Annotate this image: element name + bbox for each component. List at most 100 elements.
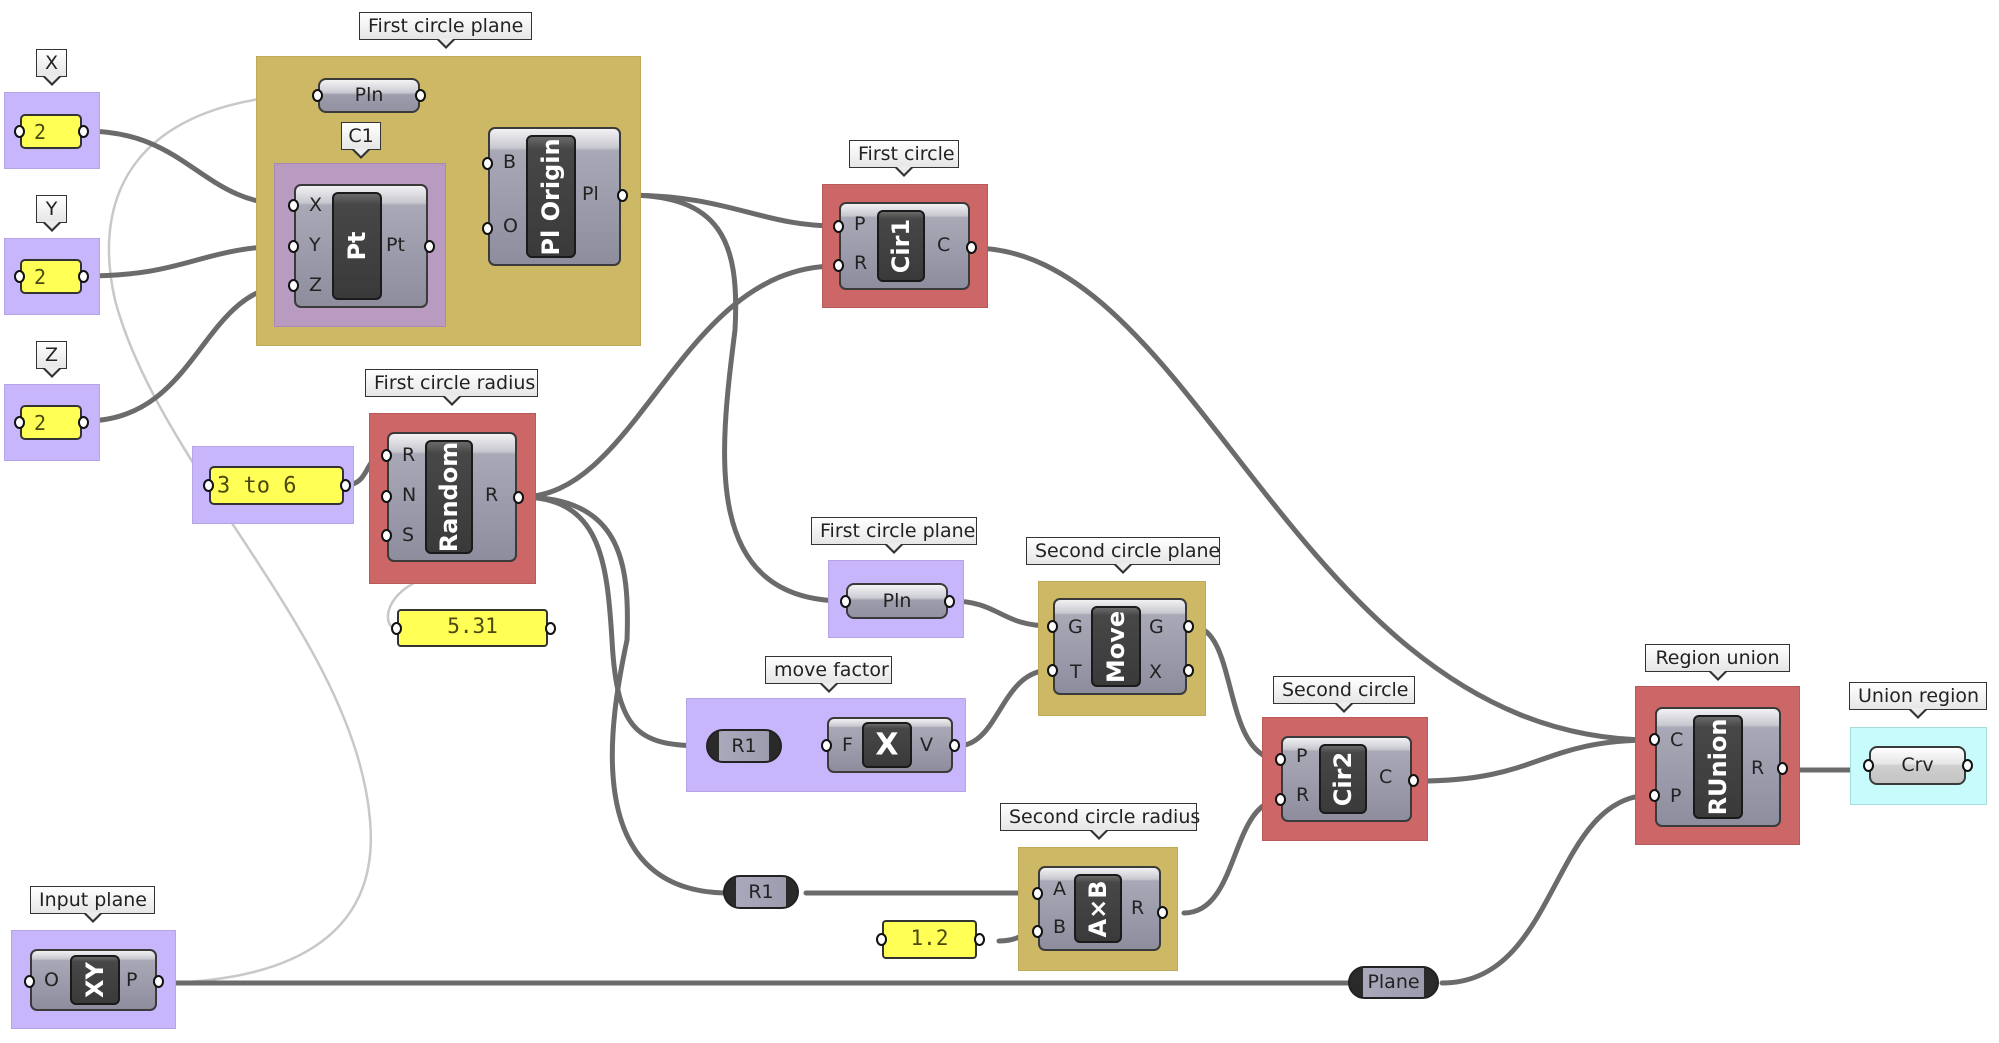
- slider-z-value: 2: [34, 410, 47, 435]
- pl-origin-b-port[interactable]: [482, 157, 493, 170]
- group-label-move-factor: move factor: [765, 656, 892, 684]
- move-g-out-port[interactable]: [1183, 620, 1194, 633]
- param-pln-lower[interactable]: Pln: [846, 583, 948, 619]
- slider-x-input-port[interactable]: [14, 125, 25, 138]
- group-label-first-circle-plane: First circle plane: [359, 12, 532, 40]
- runion-c-port[interactable]: [1649, 733, 1660, 746]
- cir2-r-port[interactable]: [1275, 793, 1286, 806]
- runion-r-port[interactable]: [1777, 762, 1788, 775]
- component-pt[interactable]: Pt X Y Z Pt: [294, 184, 428, 308]
- slider-z-output-port[interactable]: [78, 416, 89, 429]
- move-x-out-port[interactable]: [1183, 664, 1194, 677]
- xy-plane-o-port[interactable]: [24, 975, 35, 988]
- component-cir1-core: Cir1: [877, 210, 925, 282]
- cir2-p-port[interactable]: [1275, 753, 1286, 766]
- component-pl-origin[interactable]: Pl Origin B O Pl: [488, 127, 621, 266]
- component-runion[interactable]: RUnion C P R: [1655, 707, 1781, 827]
- random-input-r: R: [402, 444, 416, 466]
- slider-range[interactable]: 3 to 6: [209, 466, 344, 505]
- random-output-r: R: [485, 484, 499, 506]
- component-unit-x[interactable]: X F V: [827, 717, 953, 773]
- random-s-port[interactable]: [381, 529, 392, 542]
- pt-y-port[interactable]: [288, 240, 299, 253]
- component-move[interactable]: Move G T G X: [1053, 598, 1187, 695]
- pt-x-port[interactable]: [288, 199, 299, 212]
- pln-top-input-port[interactable]: [312, 89, 323, 102]
- component-cir1[interactable]: Cir1 P R C: [839, 202, 970, 290]
- unit-x-f-port[interactable]: [821, 739, 832, 752]
- random-r-port[interactable]: [381, 449, 392, 462]
- slider-y[interactable]: 2: [20, 259, 82, 294]
- pt-z-port[interactable]: [288, 279, 299, 292]
- slider-range-output-port[interactable]: [340, 479, 351, 492]
- slider-y-input-port[interactable]: [14, 270, 25, 283]
- slider-z[interactable]: 2: [20, 405, 82, 440]
- xy-plane-p-port[interactable]: [153, 975, 164, 988]
- param-pln-top[interactable]: Pln: [318, 78, 420, 113]
- slider-y-output-port[interactable]: [78, 270, 89, 283]
- panel-factor[interactable]: 1.2: [882, 920, 977, 959]
- runion-p-port[interactable]: [1649, 789, 1660, 802]
- unit-x-v-port[interactable]: [949, 739, 960, 752]
- panel-factor-output-port[interactable]: [974, 933, 985, 946]
- cir1-r-port[interactable]: [833, 259, 844, 272]
- pl-origin-input-b: B: [503, 151, 517, 173]
- random-out-port[interactable]: [513, 491, 524, 504]
- cir1-c-port[interactable]: [966, 241, 977, 254]
- multiply-b-port[interactable]: [1032, 925, 1043, 938]
- xy-plane-output-p: P: [126, 969, 138, 991]
- cir2-c-port[interactable]: [1408, 774, 1419, 787]
- pt-input-x: X: [309, 194, 323, 216]
- multiply-a-port[interactable]: [1032, 887, 1043, 900]
- cir1-p-port[interactable]: [833, 220, 844, 233]
- component-pl-origin-core: Pl Origin: [526, 135, 576, 258]
- pt-out-port[interactable]: [424, 240, 435, 253]
- panel-random-output[interactable]: 5.31: [397, 609, 548, 647]
- slider-z-input-port[interactable]: [14, 416, 25, 429]
- unit-x-output-v: V: [920, 734, 933, 756]
- xy-plane-input-o: O: [44, 969, 59, 991]
- component-xy-plane[interactable]: XY O P: [30, 949, 157, 1011]
- pl-origin-input-o: O: [503, 215, 518, 237]
- random-input-s: S: [402, 524, 415, 546]
- pln-lower-output-port[interactable]: [944, 595, 955, 608]
- multiply-output-r: R: [1131, 897, 1145, 919]
- component-random[interactable]: Random R N S R: [387, 432, 517, 562]
- wire-plane-relay-to-runion: [1439, 792, 1655, 986]
- panel-random-input-port[interactable]: [391, 622, 402, 635]
- crv-output-port[interactable]: [1962, 759, 1973, 772]
- multiply-r-port[interactable]: [1157, 906, 1168, 919]
- group-label-input-plane: Input plane: [30, 886, 155, 914]
- slider-range-input-port[interactable]: [203, 479, 214, 492]
- pl-origin-output-pl: Pl: [582, 183, 599, 205]
- component-move-name: Move: [1102, 610, 1130, 683]
- relay-r1-a[interactable]: R1: [706, 729, 782, 763]
- random-n-port[interactable]: [381, 490, 392, 503]
- cir1-input-r: R: [854, 252, 868, 274]
- group-label-union-region: Union region: [1849, 682, 1987, 710]
- slider-x-output-port[interactable]: [78, 125, 89, 138]
- component-cir2[interactable]: Cir2 P R C: [1281, 736, 1412, 822]
- component-random-name: Random: [435, 441, 463, 553]
- pln-lower-input-port[interactable]: [840, 595, 851, 608]
- unit-x-input-f: F: [842, 734, 853, 756]
- component-multiply[interactable]: A×B A B R: [1038, 866, 1161, 951]
- move-t-in-port[interactable]: [1047, 664, 1058, 677]
- slider-x-value: 2: [34, 119, 47, 144]
- slider-x[interactable]: 2: [20, 114, 82, 149]
- slider-y-value: 2: [34, 264, 47, 289]
- panel-factor-input-port[interactable]: [876, 933, 887, 946]
- pln-top-output-port[interactable]: [415, 89, 426, 102]
- pl-origin-o-port[interactable]: [482, 222, 493, 235]
- crv-input-port[interactable]: [1863, 759, 1874, 772]
- wire-pln-to-move: [948, 598, 1054, 629]
- pl-origin-pl-port[interactable]: [617, 189, 628, 202]
- panel-random-output-port[interactable]: [545, 622, 556, 635]
- param-crv[interactable]: Crv: [1869, 746, 1966, 785]
- move-g-in-port[interactable]: [1047, 620, 1058, 633]
- relay-plane[interactable]: Plane: [1348, 966, 1439, 999]
- component-xy-plane-core: XY: [70, 955, 120, 1005]
- component-pt-name: Pt: [343, 231, 371, 261]
- relay-r1-b[interactable]: R1: [723, 875, 799, 909]
- multiply-input-a: A: [1053, 878, 1066, 900]
